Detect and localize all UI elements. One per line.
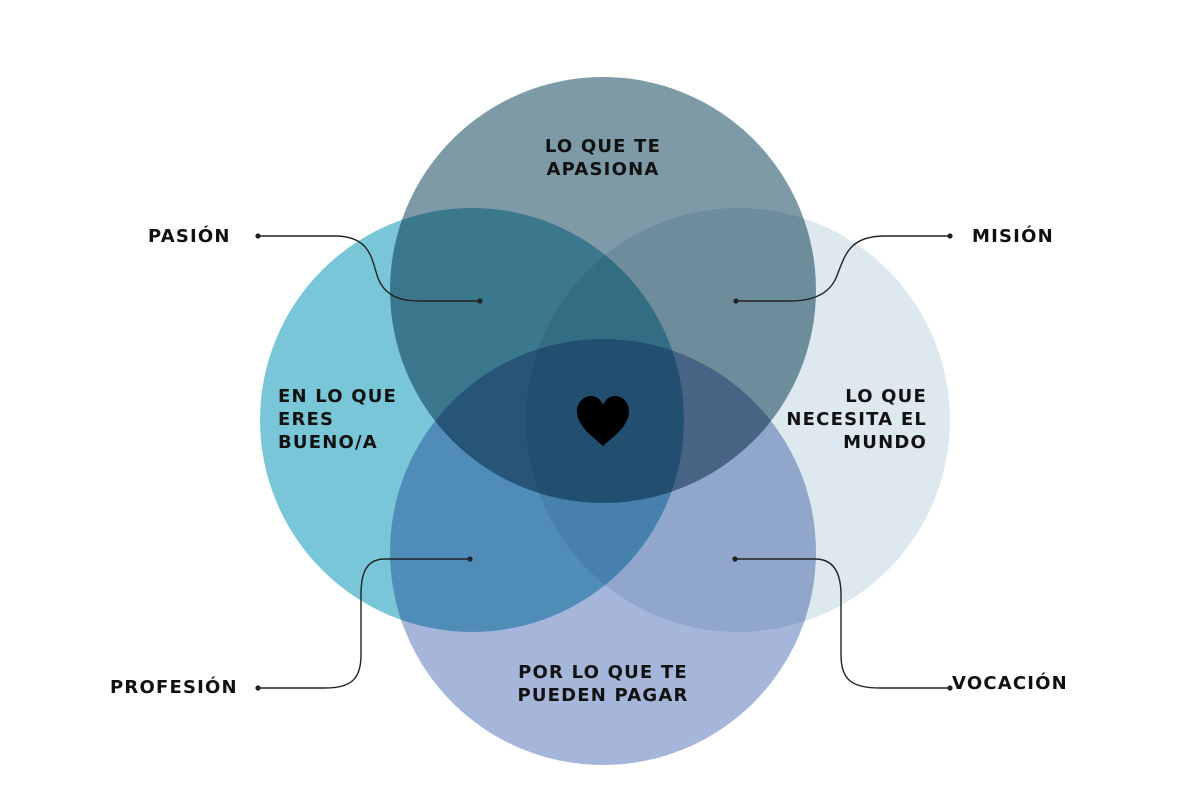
connector-pasion (258, 235, 480, 302)
label-right-circle: LO QUE NECESITA EL MUNDO (757, 385, 927, 454)
dot-left-profesion (255, 685, 261, 691)
dot-right-mision (947, 233, 953, 239)
label-top-line-2: APASIONA (546, 159, 660, 180)
label-left-line-1: EN LO QUE (278, 386, 398, 407)
dot-left-pasion (255, 233, 261, 239)
label-left-circle: EN LO QUE ERES BUENO/A (278, 385, 438, 454)
label-top-line-1: LO QUE TE (544, 136, 662, 157)
side-label-vocacion-text: VOCACIÓN (952, 673, 1068, 694)
label-bottom-line-1: POR LO QUE TE (518, 662, 688, 683)
side-label-profesion: PROFESIÓN (110, 676, 238, 699)
side-label-pasion-text: PASIÓN (148, 226, 231, 247)
label-right-line-2: NECESITA EL (786, 409, 927, 430)
dot-left-vocacion (732, 556, 738, 562)
label-left-line-3: BUENO/A (278, 432, 378, 453)
dot-right-vocacion (947, 685, 953, 691)
dot-left-mision (733, 298, 739, 304)
heart-icon (577, 396, 629, 446)
circle-top (390, 77, 816, 503)
label-bottom-circle: POR LO QUE TE PUEDEN PAGAR (473, 661, 733, 707)
side-label-mision-text: MISIÓN (972, 226, 1054, 247)
label-right-line-1: LO QUE (845, 386, 927, 407)
connector-profesion (258, 558, 470, 689)
dot-right-profesion (467, 556, 473, 562)
side-label-vocacion: VOCACIÓN (952, 672, 1068, 695)
label-top-circle: LO QUE TE APASIONA (503, 135, 703, 181)
side-label-profesion-text: PROFESIÓN (110, 677, 238, 698)
connector-mision (736, 235, 950, 302)
dot-right-pasion (477, 298, 483, 304)
label-right-line-3: MUNDO (843, 432, 927, 453)
label-left-line-2: ERES (278, 409, 335, 430)
side-label-mision: MISIÓN (972, 225, 1054, 248)
connector-vocacion (735, 558, 950, 689)
side-label-pasion: PASIÓN (148, 225, 231, 248)
label-bottom-line-2: PUEDEN PAGAR (517, 685, 689, 706)
